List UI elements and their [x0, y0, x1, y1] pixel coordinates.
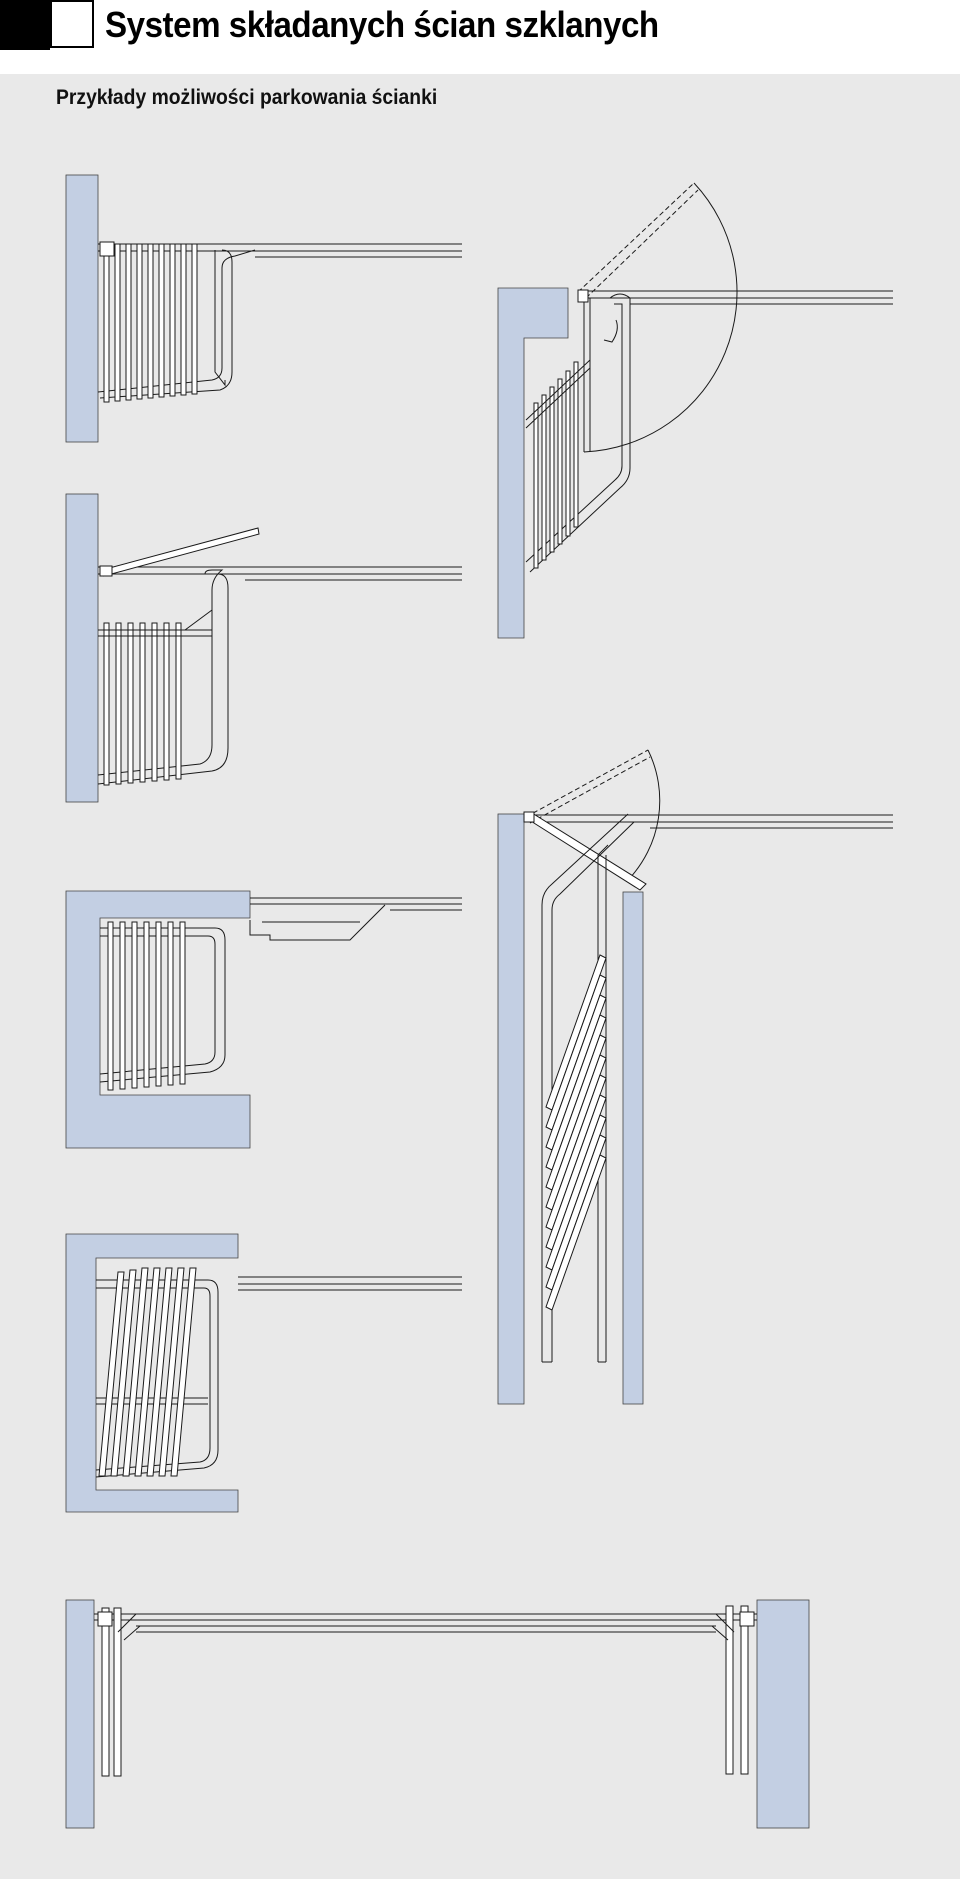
- niche-wall: [65, 1233, 239, 1513]
- diagram-1-wall-parking: [65, 174, 462, 443]
- header: System składanych ścian szklanych: [0, 0, 960, 74]
- diagram-3-niche-parking: [65, 890, 462, 1149]
- wall-left: [65, 1599, 95, 1829]
- page-title: System składanych ścian szklanych: [105, 4, 659, 45]
- diagram-2-wall-parking-swing-door: [65, 493, 462, 803]
- niche-wall: [65, 890, 251, 1149]
- diagram-7-double-end-parking: [65, 1599, 810, 1829]
- logo-black-square: [0, 0, 50, 50]
- section-subtitle: Przykłady możliwości parkowania ścianki: [56, 86, 438, 109]
- wall: [65, 174, 99, 443]
- logo-white-square: [50, 0, 94, 48]
- corner-wall: [497, 287, 569, 639]
- wall-left: [497, 813, 525, 1405]
- wall-right: [756, 1599, 810, 1829]
- wall: [65, 493, 99, 803]
- diagram-6-corridor-parking: [497, 749, 893, 1405]
- wall-right: [622, 891, 644, 1405]
- diagram-4-niche-angled-parking: [65, 1233, 462, 1513]
- diagram-5-corner-swing-parking: [497, 182, 893, 639]
